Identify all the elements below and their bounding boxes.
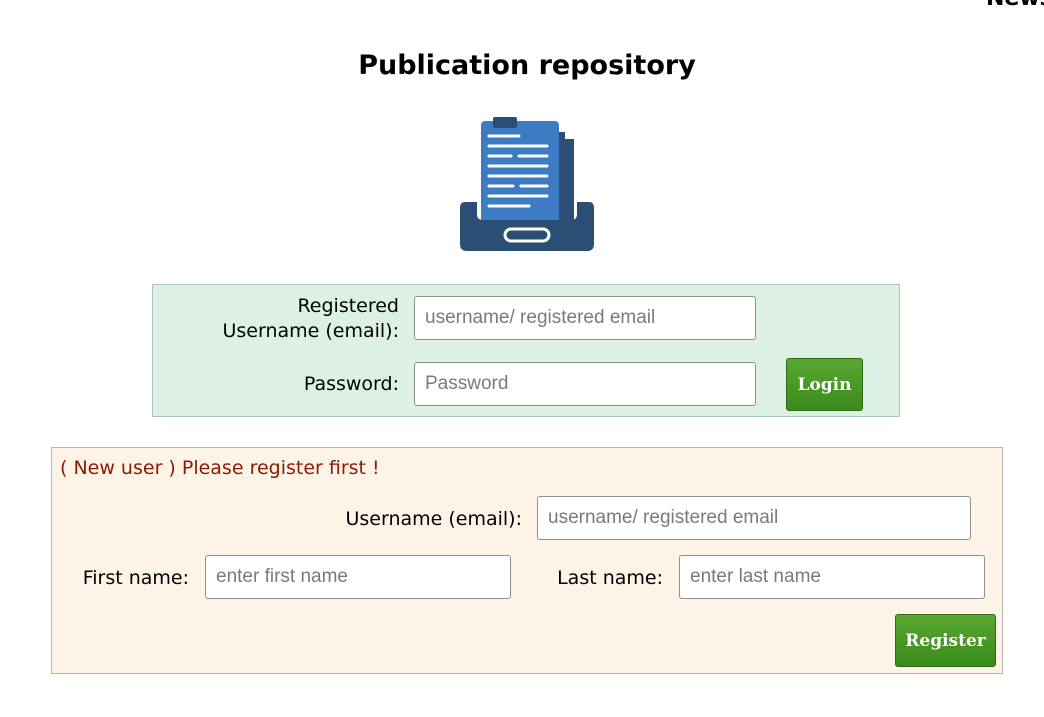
login-username-label: Registered Username (email): [222,295,399,342]
register-panel: ( New user ) Please register first ! Use… [51,447,1003,674]
register-button[interactable]: Register [895,614,996,667]
first-name-label: First name: [82,567,189,589]
news-link[interactable]: News [986,0,1044,11]
last-name-input[interactable] [679,555,985,599]
register-username-input[interactable] [537,496,971,540]
last-name-label: Last name: [557,567,663,589]
password-label: Password: [303,373,399,395]
page-title: Publication repository [358,50,696,81]
login-button[interactable]: Login [786,358,863,411]
document-tray-icon [460,117,594,251]
login-username-input[interactable] [414,296,756,340]
password-input[interactable] [414,362,756,406]
first-name-input[interactable] [205,555,511,599]
register-username-label: Username (email): [345,508,522,530]
register-note: ( New user ) Please register first ! [60,457,380,479]
login-panel: Registered Username (email): Password: L… [152,284,900,417]
